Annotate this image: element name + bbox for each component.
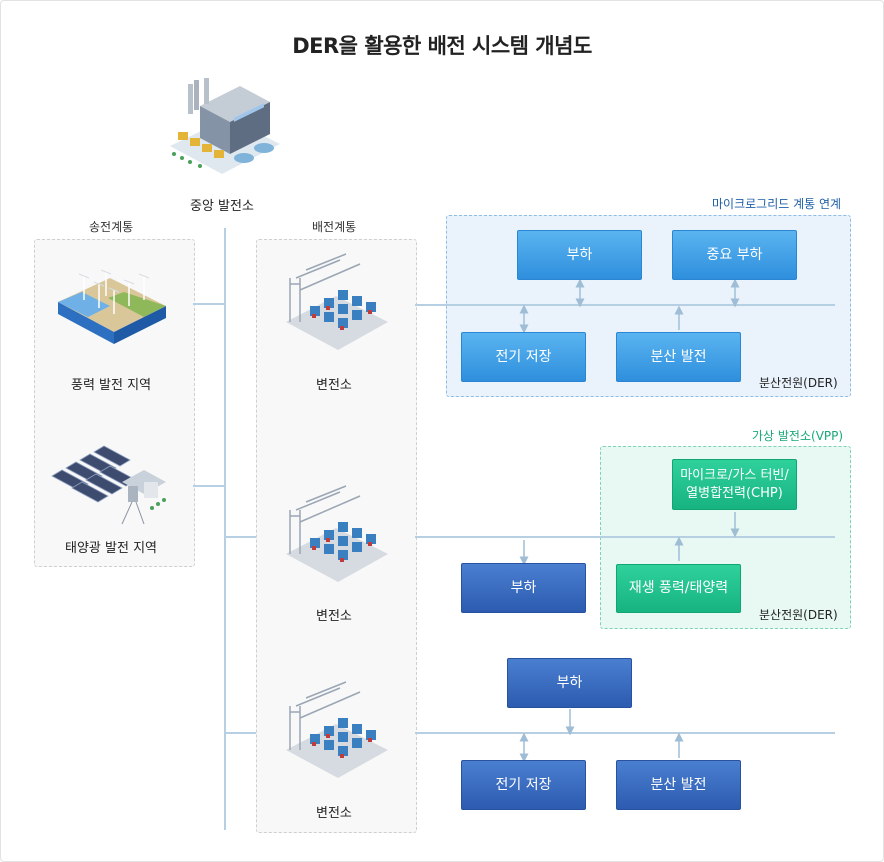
bottom-load-box: 부하	[507, 658, 632, 708]
microgrid-der-label: 분산전원(DER)	[759, 376, 838, 390]
microgrid-storage-box: 전기 저장	[461, 332, 586, 382]
solar-farm-icon	[51, 445, 166, 525]
distribution-header: 배전계통	[312, 220, 357, 234]
microgrid-title: 마이크로그리드 계통 연계	[712, 197, 842, 211]
vpp-der-label: 분산전원(DER)	[759, 608, 838, 622]
bottom-generation-box: 분산 발전	[616, 760, 741, 810]
substation-label-1: 변전소	[316, 378, 352, 393]
substation-icon	[286, 681, 388, 778]
substation-label-3: 변전소	[316, 806, 352, 821]
vpp-load-box: 부하	[461, 563, 586, 613]
central-plant-label: 중앙 발전소	[190, 199, 254, 214]
microgrid-generation-box: 분산 발전	[616, 332, 741, 382]
power-plant-icon	[170, 78, 280, 174]
chp-box-line1: 마이크로/가스 터빈/	[680, 467, 789, 483]
renewable-box: 재생 풍력/태양력	[616, 564, 741, 613]
bottom-storage-box: 전기 저장	[461, 760, 586, 810]
transmission-header: 송전계통	[89, 220, 134, 234]
wind-farm-icon	[58, 269, 166, 344]
substation-label-2: 변전소	[316, 609, 352, 624]
solar-area-label: 태양광 발전 지역	[65, 541, 157, 556]
substation-icon	[286, 253, 388, 350]
page-title: DER을 활용한 배전 시스템 개념도	[292, 34, 592, 58]
chp-box-line2: 열병합전력(CHP)	[686, 485, 783, 501]
wind-area-label: 풍력 발전 지역	[71, 378, 152, 393]
vpp-title: 가상 발전소(VPP)	[752, 429, 844, 443]
substation-icon	[286, 485, 388, 582]
microgrid-load-box: 부하	[517, 230, 642, 280]
critical-load-box: 중요 부하	[672, 230, 797, 280]
chp-box: 마이크로/가스 터빈/ 열병합전력(CHP)	[672, 459, 797, 510]
